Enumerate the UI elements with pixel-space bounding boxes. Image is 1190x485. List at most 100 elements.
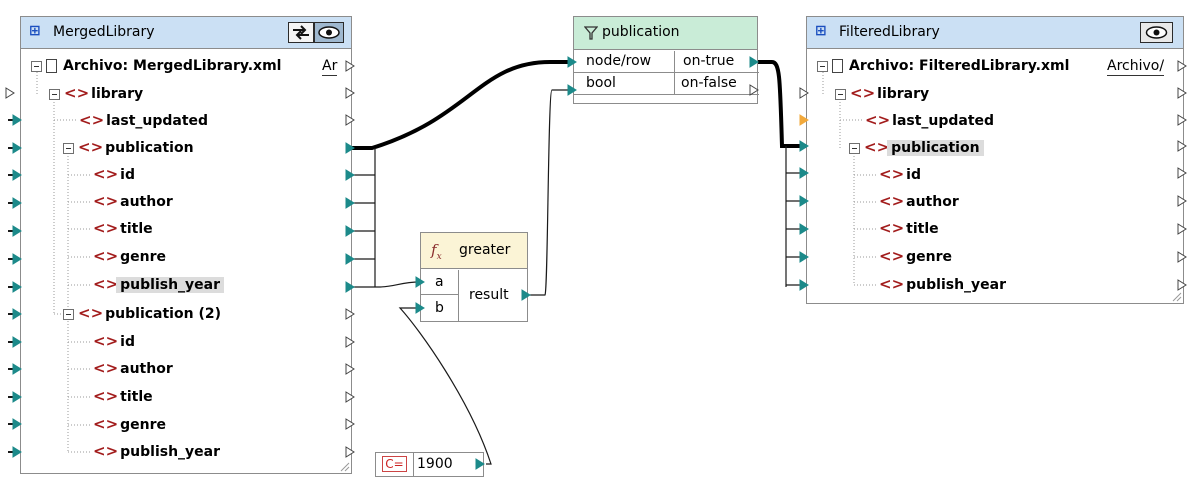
target-tree-item[interactable]: <>library (835, 80, 929, 107)
element-tag-icon: <> (850, 84, 876, 102)
collapse-icon[interactable] (835, 88, 846, 100)
output-connector-icon (1177, 223, 1187, 235)
output-connector-icon (345, 197, 355, 209)
output-connector-icon (345, 87, 355, 99)
filter-bool-input[interactable]: bool (574, 73, 675, 95)
source-tree-item[interactable]: <>publish_year (93, 271, 225, 298)
output-connector-icon (1177, 87, 1187, 99)
element-tag-icon: <> (78, 304, 104, 322)
output-connector-icon (345, 418, 355, 430)
source-tree-item[interactable]: <>title (93, 215, 153, 242)
output-connector-icon (749, 84, 759, 96)
connection-filter-to-target (758, 60, 806, 148)
source-tree-item[interactable]: <>library (49, 80, 143, 107)
target-tree-item[interactable]: <>title (879, 215, 939, 242)
target-tree-item[interactable]: <>id (879, 161, 921, 188)
document-icon (46, 59, 57, 73)
target-tree-item[interactable]: <>last_updated (865, 107, 994, 134)
filter-on-true-output[interactable]: on-true (675, 51, 759, 73)
resize-grip-icon[interactable] (1172, 292, 1182, 302)
greater-title-bar[interactable]: fx greater (421, 233, 527, 269)
input-connector-icon (415, 276, 425, 288)
schema-icon: ⊞ (29, 23, 41, 39)
input-connector-icon (415, 302, 425, 314)
output-connector-icon (345, 308, 355, 320)
collapse-icon[interactable] (63, 308, 74, 320)
source-tree-item[interactable]: <>publication (2) (63, 300, 221, 327)
filter-on-false-output[interactable]: on-false (675, 73, 759, 95)
element-tag-icon: <> (879, 247, 905, 265)
target-tree-item[interactable]: <>publication (849, 134, 984, 161)
input-connector-icon (12, 363, 22, 375)
output-connector-icon (1177, 114, 1187, 126)
target-title-bar[interactable]: ⊞ FilteredLibrary (807, 17, 1183, 49)
element-tag-icon: <> (93, 247, 119, 265)
source-item-label: author (120, 194, 173, 210)
source-file-row[interactable]: Archivo: MergedLibrary.xml (31, 53, 281, 80)
target-item-label: last_updated (892, 113, 995, 129)
source-tree-item[interactable]: <>author (93, 355, 173, 382)
input-connector-icon (12, 114, 22, 126)
target-item-label: genre (906, 249, 953, 265)
source-tree-item[interactable]: <>genre (93, 243, 166, 270)
target-file-button[interactable]: Archivo/ (1107, 58, 1165, 76)
target-tree-item[interactable]: <>author (879, 188, 959, 215)
element-tag-icon: <> (78, 138, 104, 156)
filter-component[interactable]: publication node/row on-true bool on-fal… (573, 16, 759, 104)
output-connector-icon (345, 60, 355, 72)
input-connector-icon (12, 391, 22, 403)
source-component[interactable]: ⊞ MergedLibrary Archivo: MergedLibrary.x… (20, 16, 352, 474)
output-connector-icon (521, 289, 531, 301)
constant-component[interactable]: C= 1900 (375, 452, 484, 477)
source-file-button[interactable]: Ar (322, 58, 338, 76)
source-title: MergedLibrary (53, 24, 155, 40)
source-title-bar[interactable]: ⊞ MergedLibrary (21, 17, 351, 49)
greater-result-output[interactable]: result (469, 287, 509, 303)
collapse-icon[interactable] (817, 60, 828, 72)
exchange-icon[interactable] (288, 22, 314, 43)
filter-node-row-input[interactable]: node/row (574, 51, 675, 73)
input-connector-icon (12, 225, 22, 237)
collapse-icon[interactable] (849, 142, 860, 154)
source-tree-item[interactable]: <>author (93, 188, 173, 215)
target-item-label: library (877, 86, 930, 102)
element-tag-icon: <> (93, 332, 119, 350)
target-tree-item[interactable]: <>genre (879, 243, 952, 270)
connection-publication-to-filter (352, 60, 572, 150)
source-item-label: title (120, 221, 153, 237)
eye-icon[interactable] (314, 22, 344, 43)
target-tree-item[interactable]: <>publish_year (879, 271, 1006, 298)
target-item-label: publish_year (906, 277, 1007, 293)
source-tree-item[interactable]: <>genre (93, 411, 166, 438)
input-connector-icon (567, 84, 577, 96)
source-tree-item[interactable]: <>id (93, 161, 135, 188)
greater-input-a[interactable]: a (421, 270, 459, 295)
source-tree-item[interactable]: <>publish_year (93, 438, 220, 465)
source-item-label: genre (120, 417, 167, 433)
greater-title: greater (459, 242, 511, 258)
source-tree-item[interactable]: <>publication (63, 134, 194, 161)
constant-type-icon: C= (376, 453, 414, 476)
filter-title-bar[interactable]: publication (574, 17, 757, 50)
element-tag-icon: <> (93, 442, 119, 460)
source-tree-item[interactable]: <>id (93, 328, 135, 355)
constant-value[interactable]: 1900 (417, 456, 453, 472)
collapse-icon[interactable] (31, 60, 42, 72)
target-component[interactable]: ⊞ FilteredLibrary Archivo: FilteredLibra… (806, 16, 1184, 304)
target-file-row[interactable]: Archivo: FilteredLibrary.xml (817, 53, 1069, 80)
schema-icon: ⊞ (815, 23, 827, 39)
greater-function[interactable]: fx greater a b result (420, 232, 528, 322)
input-connector-icon (799, 114, 809, 126)
collapse-icon[interactable] (63, 142, 74, 154)
output-connector-icon (345, 446, 355, 458)
eye-icon[interactable] (1140, 22, 1173, 43)
resize-grip-icon[interactable] (340, 462, 350, 472)
source-item-label: id (120, 167, 135, 183)
greater-input-b[interactable]: b (421, 295, 459, 321)
source-tree-item[interactable]: <>last_updated (79, 107, 208, 134)
element-tag-icon: <> (865, 111, 891, 129)
source-tree-item[interactable]: <>title (93, 383, 153, 410)
element-tag-icon: <> (93, 219, 119, 237)
collapse-icon[interactable] (49, 88, 60, 100)
